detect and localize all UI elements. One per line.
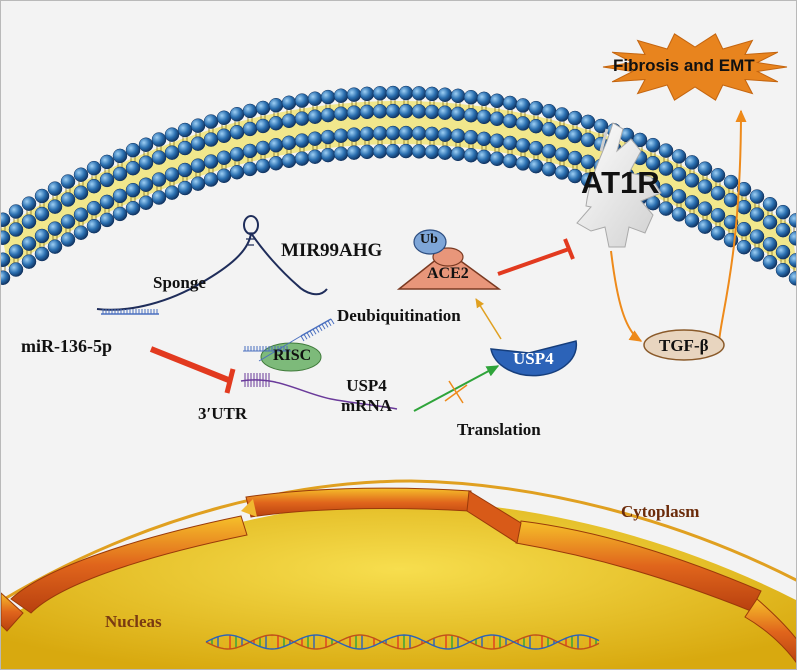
mirna-strand-icon — [101, 309, 159, 315]
ace2-inhibit-bar — [563, 238, 575, 260]
mir99ahg-rna-icon — [96, 215, 328, 311]
ub-tag-icon — [413, 229, 447, 255]
ace2-inhibit-line — [497, 247, 570, 276]
mir99ahg-label: MIR99AHG — [281, 240, 383, 261]
ace2-protein-icon — [396, 247, 502, 290]
starburst-icon — [602, 33, 788, 101]
ace2-label: ACE2 — [427, 265, 469, 282]
tgfb-to-fibrosis-arrow — [718, 109, 747, 345]
sponge-label: Sponge — [153, 273, 206, 292]
risc-complex-icon — [243, 318, 335, 372]
usp4-to-ace2-arrow — [475, 298, 502, 340]
mir136-label: miR-136-5p — [21, 336, 112, 356]
utr-label: 3′UTR — [198, 404, 248, 423]
tgfb-label: TGF-β — [659, 336, 709, 355]
cytoplasm-label: Cytoplasm — [621, 502, 700, 521]
utr-binding-ticks — [244, 373, 270, 387]
dna-helix-icon — [205, 634, 600, 650]
translation-label: Translation — [457, 420, 541, 439]
at1r-receptor-icon — [576, 122, 662, 248]
membrane-bilayer-icon — [1, 85, 796, 286]
tgfb-oval-icon — [643, 329, 725, 361]
nuclear-envelope — [1, 487, 796, 664]
fibrosis-label: Fibrosis and EMT — [613, 56, 755, 75]
mir-inhibit-line — [149, 346, 233, 384]
usp4-protein-icon — [490, 340, 578, 377]
usp4-mrna-label: USP4 mRNA — [341, 376, 392, 415]
risc-label: RISC — [273, 347, 312, 364]
translation-arrow — [413, 365, 500, 412]
mir-inhibit-bar — [224, 368, 236, 394]
ub-label: Ub — [420, 232, 438, 247]
nucleas-label: Nucleas — [105, 612, 162, 631]
at1r-to-tgfb-arrow — [610, 250, 643, 342]
usp4-label: USP4 — [513, 349, 554, 368]
translation-block-cross — [444, 380, 468, 404]
deubiquitination-label: Deubiquitination — [337, 306, 461, 325]
at1r-label: AT1R — [581, 165, 660, 200]
